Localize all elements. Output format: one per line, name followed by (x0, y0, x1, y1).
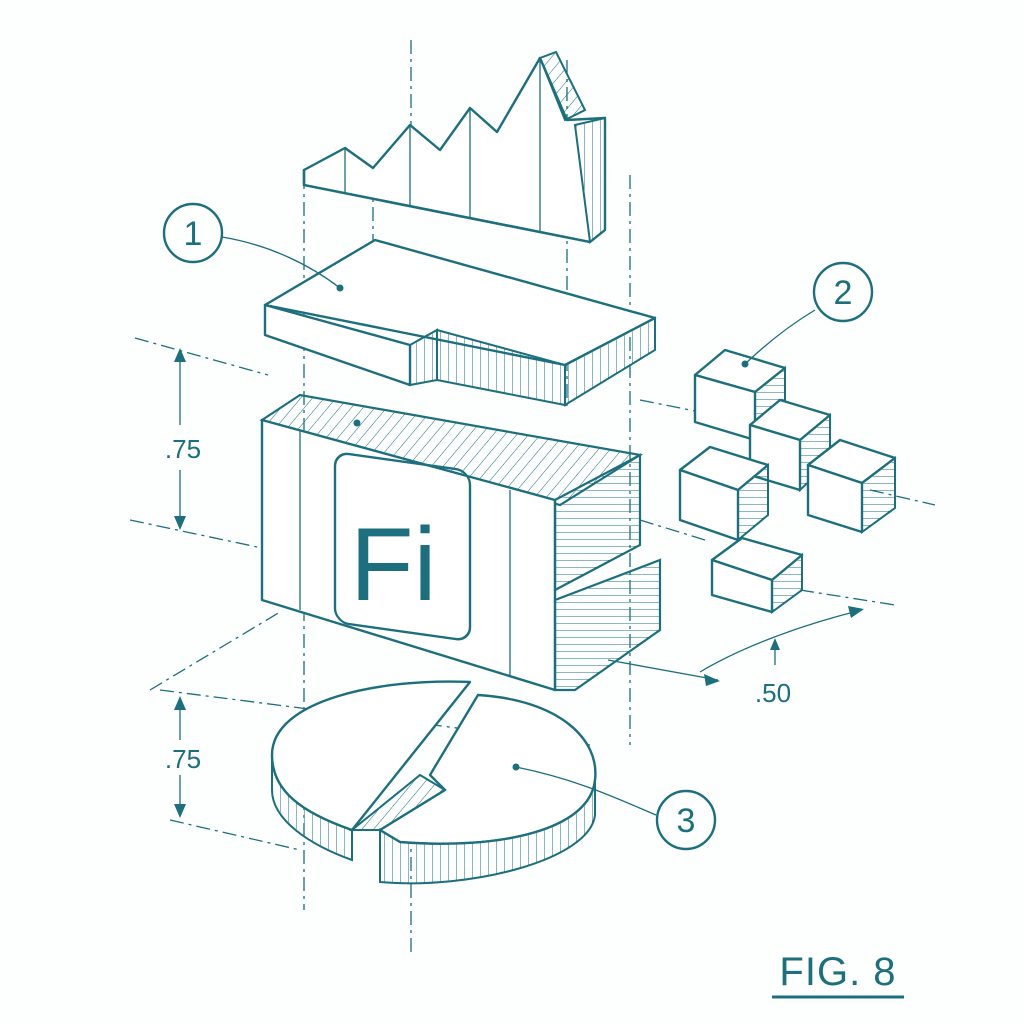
figure-label-text: FIG. 8 (779, 950, 896, 994)
callout-1: 1 (162, 202, 224, 264)
logo-tile (333, 452, 472, 641)
dimension-pie-height-label: .75 (165, 744, 201, 774)
pie-disk-part (270, 680, 597, 885)
callout-2-label: 2 (834, 274, 853, 312)
cubes-part (678, 348, 897, 614)
line-chart-slab (302, 50, 607, 244)
cube (710, 536, 804, 614)
leader-lines (221, 236, 816, 816)
cube (806, 438, 897, 534)
top-lid-part (263, 238, 657, 407)
dimension-cube-offset: .50 (607, 606, 864, 708)
callout-3: 3 (655, 789, 717, 851)
callout-2: 2 (812, 261, 874, 323)
callout-3-label: 3 (677, 802, 696, 840)
logo-text: Fi (350, 507, 437, 623)
dimension-cube-offset-label: .50 (755, 678, 791, 708)
callout-1-label: 1 (184, 215, 203, 253)
cube (678, 445, 770, 543)
figure-label: FIG. 8 (772, 950, 904, 999)
main-block-part (259, 393, 662, 692)
dimension-block-height: .75 (165, 348, 201, 530)
dimension-pie-height: .75 (165, 696, 201, 818)
dimension-block-height-label: .75 (165, 434, 201, 464)
